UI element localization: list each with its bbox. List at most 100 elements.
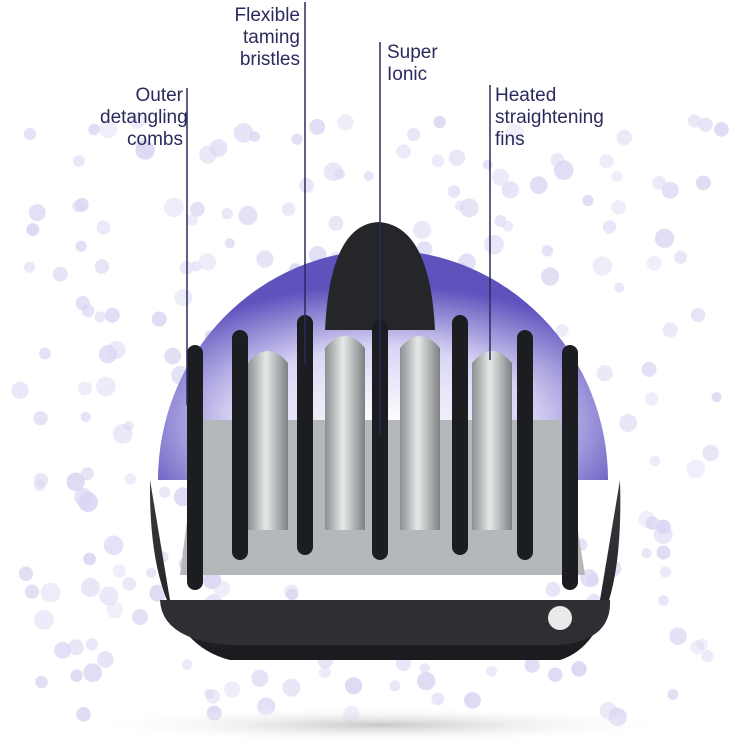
decorative-dot: [34, 479, 46, 492]
decorative-dot: [164, 347, 182, 365]
decorative-dot: [582, 194, 594, 207]
decorative-dot: [431, 692, 445, 706]
decorative-dot: [99, 120, 118, 139]
decorative-dot: [282, 678, 301, 697]
decorative-dot: [224, 238, 235, 249]
silver-fin: [400, 336, 440, 530]
decorative-dot: [611, 170, 623, 183]
decorative-dot: [291, 133, 303, 145]
decorative-dot: [555, 324, 569, 338]
decorative-dot: [99, 586, 119, 606]
decorative-dot: [131, 609, 148, 625]
decorative-dot: [529, 176, 548, 194]
decorative-dot: [186, 214, 198, 226]
decorative-dot: [363, 170, 374, 181]
decorative-dot: [104, 307, 120, 323]
silver-fin: [248, 351, 288, 530]
decorative-dot: [686, 459, 706, 479]
decorative-dot: [124, 473, 136, 485]
decorative-dot: [233, 123, 254, 143]
decorative-dot: [323, 162, 343, 182]
decorative-dot: [174, 288, 193, 307]
decorative-dot: [695, 175, 711, 191]
decorative-dot: [482, 159, 493, 170]
bristle-row: [517, 330, 533, 560]
decorative-dot: [711, 392, 722, 403]
decorative-dot: [674, 250, 688, 264]
decorative-dot: [78, 381, 92, 396]
decorative-dot: [67, 639, 84, 656]
decorative-dot: [135, 140, 155, 160]
decorative-dot: [72, 155, 85, 167]
bristle-row: [372, 320, 388, 560]
decorative-dot: [128, 112, 145, 129]
decorative-dot: [76, 707, 91, 722]
decorative-dot: [238, 205, 258, 226]
decorative-dot: [251, 669, 269, 687]
decorative-dot: [281, 202, 296, 217]
decorative-dot: [189, 201, 205, 217]
decorative-dot: [40, 582, 61, 603]
decorative-dot: [638, 510, 656, 528]
decorative-dot: [433, 115, 446, 129]
decorative-dot: [484, 234, 504, 255]
decorative-dot: [431, 154, 445, 168]
decorative-dot: [701, 649, 714, 663]
decorative-dot: [524, 657, 540, 673]
decorative-dot: [198, 253, 217, 271]
decorative-dot: [690, 640, 705, 655]
decorative-dot: [159, 486, 171, 498]
silver-fin: [472, 351, 512, 530]
decorative-dot: [190, 260, 202, 272]
label-heated-straightening-fins: Heated straightening fins: [495, 85, 604, 150]
decorative-dot: [464, 692, 481, 709]
decorative-dot: [619, 414, 638, 433]
decorative-dot: [145, 567, 157, 578]
decorative-dot: [614, 282, 625, 293]
black-bristles: [187, 315, 578, 590]
decorative-dot: [309, 119, 326, 135]
decorative-dot: [502, 220, 514, 232]
decorative-dot: [328, 215, 344, 231]
decorative-dot: [81, 304, 95, 318]
bristle-row: [562, 345, 578, 590]
decorative-dot: [221, 207, 233, 220]
decorative-dot: [134, 137, 146, 148]
decorative-dot: [654, 228, 675, 249]
decorative-dot: [599, 154, 614, 169]
brush-rim: [160, 600, 611, 645]
decorative-dot: [698, 117, 713, 132]
decorative-dot: [659, 566, 672, 578]
bristle-row: [232, 330, 248, 560]
decorative-dot: [413, 220, 432, 240]
decorative-dot: [416, 671, 436, 691]
decorative-dot: [448, 149, 466, 166]
bristle-row: [187, 345, 203, 590]
decorative-dot: [181, 659, 193, 671]
decorative-dot: [571, 661, 587, 677]
decorative-dot: [687, 114, 702, 128]
floor-shadow: [80, 707, 680, 743]
decorative-dot: [72, 200, 84, 213]
decorative-dot: [702, 444, 719, 462]
decorative-dot: [70, 669, 83, 682]
bristle-row: [297, 315, 313, 555]
decorative-dot: [112, 424, 133, 444]
decorative-dot: [209, 139, 228, 157]
decorative-dot: [344, 677, 363, 695]
decorative-dot: [151, 311, 167, 327]
decorative-dot: [256, 250, 274, 268]
decorative-dot: [80, 577, 100, 598]
decorative-dot: [541, 267, 560, 286]
decorative-dot: [88, 123, 101, 136]
decorative-dot: [641, 547, 652, 559]
decorative-dot: [95, 376, 116, 397]
label-outer-detangling-combs: Outer detangling combs: [100, 85, 188, 150]
decorative-dot: [714, 122, 729, 137]
decorative-dot: [299, 178, 314, 193]
decorative-dot: [669, 627, 687, 645]
decorative-dot: [26, 223, 40, 237]
decorative-dot: [103, 535, 124, 556]
decorative-dot: [586, 574, 599, 587]
decorative-dot: [224, 681, 241, 698]
